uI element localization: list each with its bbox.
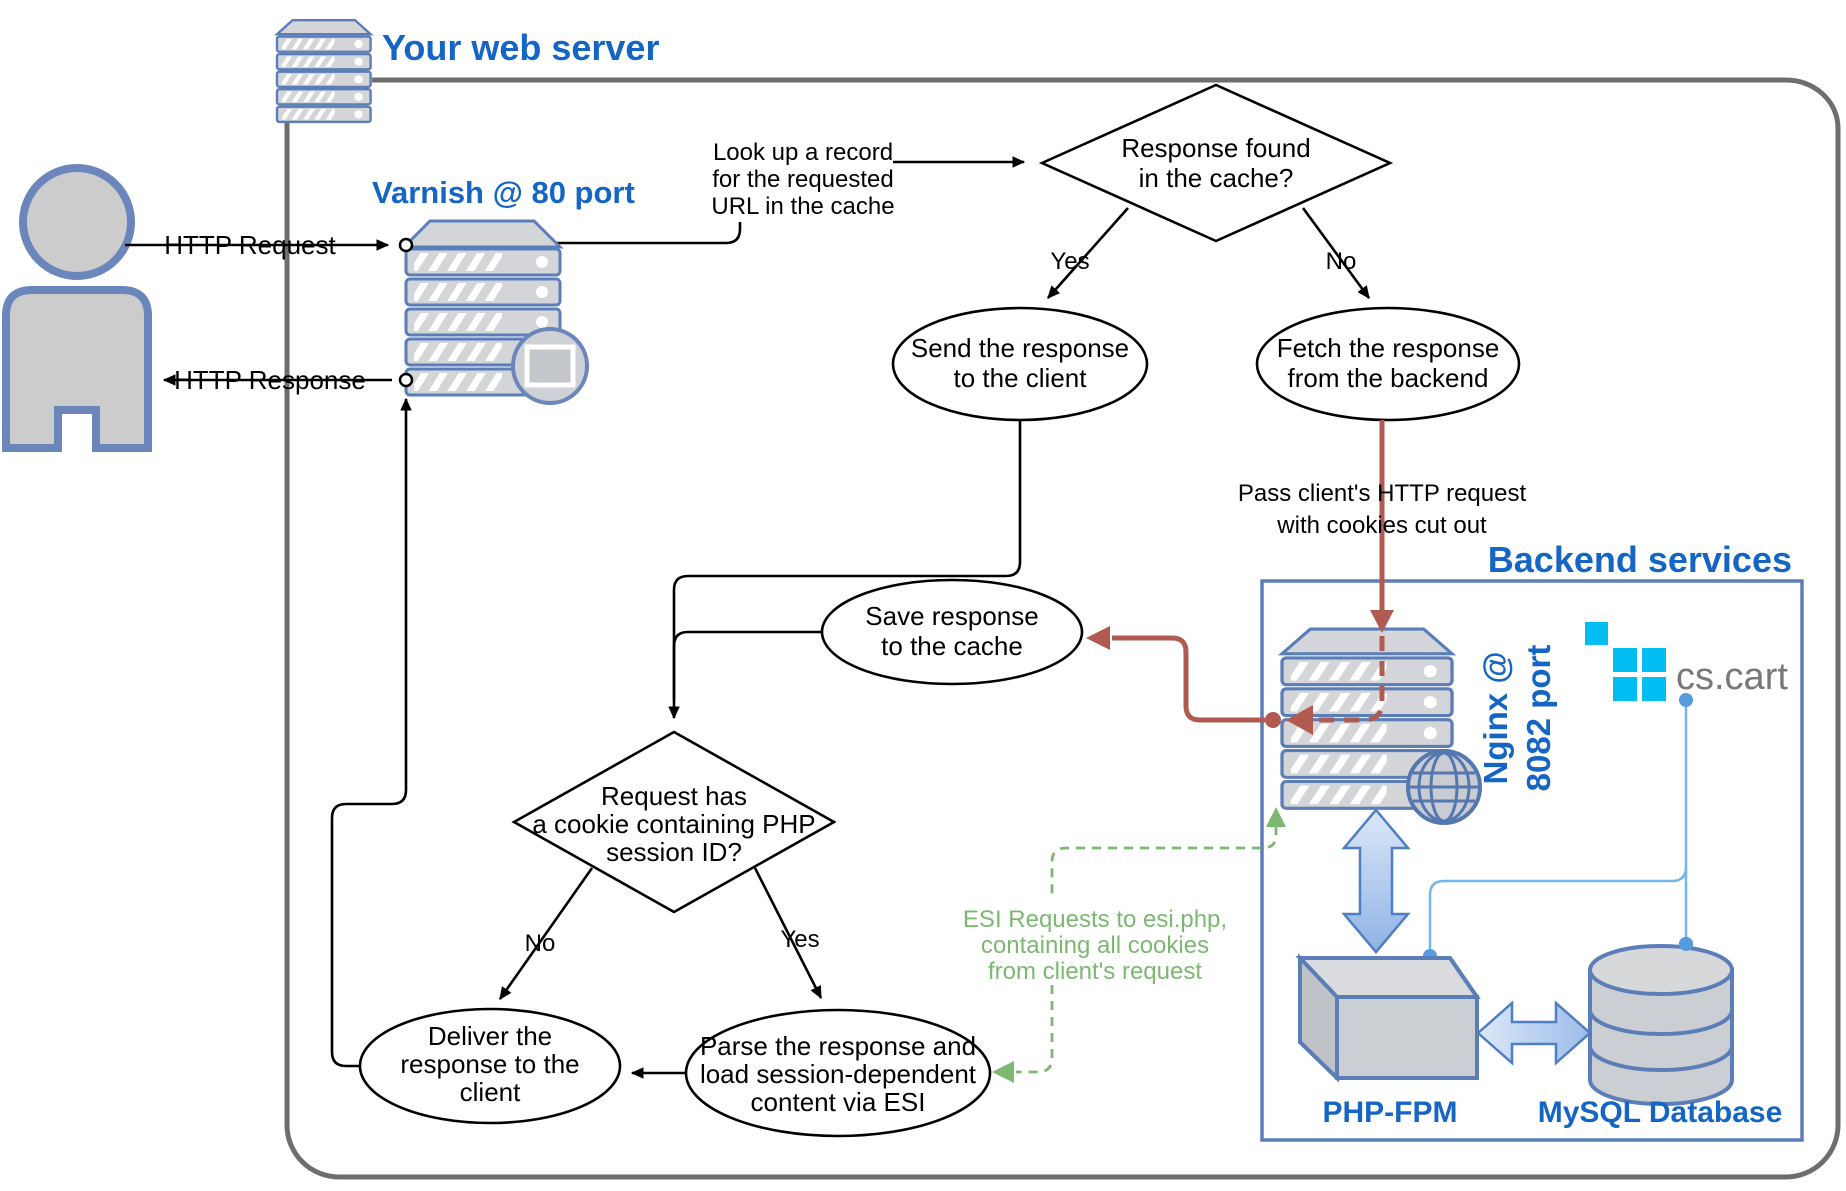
deliver-text-line2: response to the xyxy=(400,1049,579,1079)
edge-decision2-no xyxy=(498,867,594,1000)
edge-decision1-no xyxy=(1301,207,1371,299)
web-server-icon xyxy=(273,19,374,124)
lookup-label-line3: URL in the cache xyxy=(711,193,894,220)
decision-cookie-session xyxy=(511,730,837,914)
globe-icon xyxy=(1406,749,1482,825)
esi-edge-upper xyxy=(1050,826,1278,900)
nginx-server-icon xyxy=(1277,627,1457,810)
esi-arrowhead-up xyxy=(1266,807,1286,827)
esi-note-line3: from client's request xyxy=(988,958,1202,985)
decision2-text-line1: Request has xyxy=(601,781,747,811)
edge-decision2-yes xyxy=(753,867,823,1000)
decision1-yes-label: Yes xyxy=(1050,248,1089,275)
decision1-text-line2: in the cache? xyxy=(1139,163,1294,193)
esi-arrowhead-left xyxy=(992,1061,1014,1083)
save-text-line1: Save response xyxy=(865,601,1038,631)
esi-note-line2: containing all cookies xyxy=(981,932,1209,959)
monitor-icon xyxy=(511,327,589,405)
red-edge-dashed-inside-nginx xyxy=(1314,636,1385,723)
edge-decision1-yes xyxy=(1047,207,1129,299)
http-request-label: HTTP Request xyxy=(164,230,336,260)
fetch-text-line2: from the backend xyxy=(1288,363,1489,393)
edge-save-to-decision2 xyxy=(672,630,822,700)
red-edge-nginx-to-save xyxy=(1112,635,1265,723)
decision2-no-label: No xyxy=(525,930,556,957)
red-arrowhead-save xyxy=(1086,626,1110,650)
red-junction-dot xyxy=(1265,712,1281,728)
decision1-no-label: No xyxy=(1326,248,1357,275)
cscart-logo: cs.cart xyxy=(1585,622,1788,701)
nginx-label-line2: 8082 port xyxy=(1520,645,1557,792)
red-arrowhead-junction xyxy=(1286,705,1313,735)
decision2-text-line2: a cookie containing PHP xyxy=(532,809,815,839)
esi-edge-lower xyxy=(1016,985,1054,1074)
parse-text-line3: content via ESI xyxy=(751,1087,926,1117)
process-fetch-backend xyxy=(1255,306,1521,422)
decision2-yes-label: Yes xyxy=(780,926,819,953)
pass-label-line1: Pass client's HTTP request xyxy=(1238,480,1527,507)
cube-icon xyxy=(1295,952,1481,1083)
decision2-text-line3: session ID? xyxy=(606,837,742,867)
send-text-line1: Send the response xyxy=(911,333,1129,363)
lookup-label-line1: Look up a record xyxy=(713,139,893,166)
esi-note-line1: ESI Requests to esi.php, xyxy=(963,906,1227,933)
varnish-title: Varnish @ 80 port xyxy=(372,175,635,210)
phpfpm-mysql-double-arrow xyxy=(1476,1000,1592,1066)
edge-deliver-feedback xyxy=(330,397,412,1068)
pass-label-line2: with cookies cut out xyxy=(1276,512,1487,539)
cscart-phpfpm-connector xyxy=(1428,866,1688,950)
parse-text-line2: load session-dependent xyxy=(700,1059,977,1089)
page-title: Your web server xyxy=(382,27,659,68)
mysql-label: MySQL Database xyxy=(1538,1096,1783,1129)
decision-response-in-cache xyxy=(1038,83,1394,243)
nginx-label-line1: Nginx @ xyxy=(1477,651,1514,784)
backend-services-title: Backend services xyxy=(1488,539,1792,580)
red-arrowhead-nginx xyxy=(1370,610,1394,633)
lookup-label-line2: for the requested xyxy=(712,166,893,193)
fetch-text-line1: Fetch the response xyxy=(1277,333,1500,363)
database-cylinder-icon xyxy=(1588,944,1734,1106)
save-text-line2: to the cache xyxy=(881,631,1023,661)
connector-dot-mysql-top xyxy=(1679,937,1693,951)
request-endpoint xyxy=(398,237,414,253)
deliver-text-line3: client xyxy=(460,1077,521,1107)
web-server-boundary xyxy=(284,77,1841,1180)
parse-text-line1: Parse the response and xyxy=(700,1031,976,1061)
http-response-label: HTTP Response xyxy=(174,365,366,395)
edge-varnish-elbow xyxy=(556,222,742,245)
cscart-label: cs.cart xyxy=(1676,656,1788,698)
edge-send-to-decision2 xyxy=(668,420,1022,720)
user-icon-head xyxy=(19,164,135,280)
response-endpoint xyxy=(398,372,414,388)
deliver-text-line1: Deliver the xyxy=(428,1021,552,1051)
connector-dot-logo xyxy=(1679,693,1693,707)
decision1-text-line1: Response found xyxy=(1121,133,1310,163)
send-text-line2: to the client xyxy=(954,363,1088,393)
nginx-phpfpm-double-arrow xyxy=(1341,808,1411,954)
user-icon-body xyxy=(2,286,152,452)
phpfpm-label: PHP-FPM xyxy=(1323,1096,1458,1129)
